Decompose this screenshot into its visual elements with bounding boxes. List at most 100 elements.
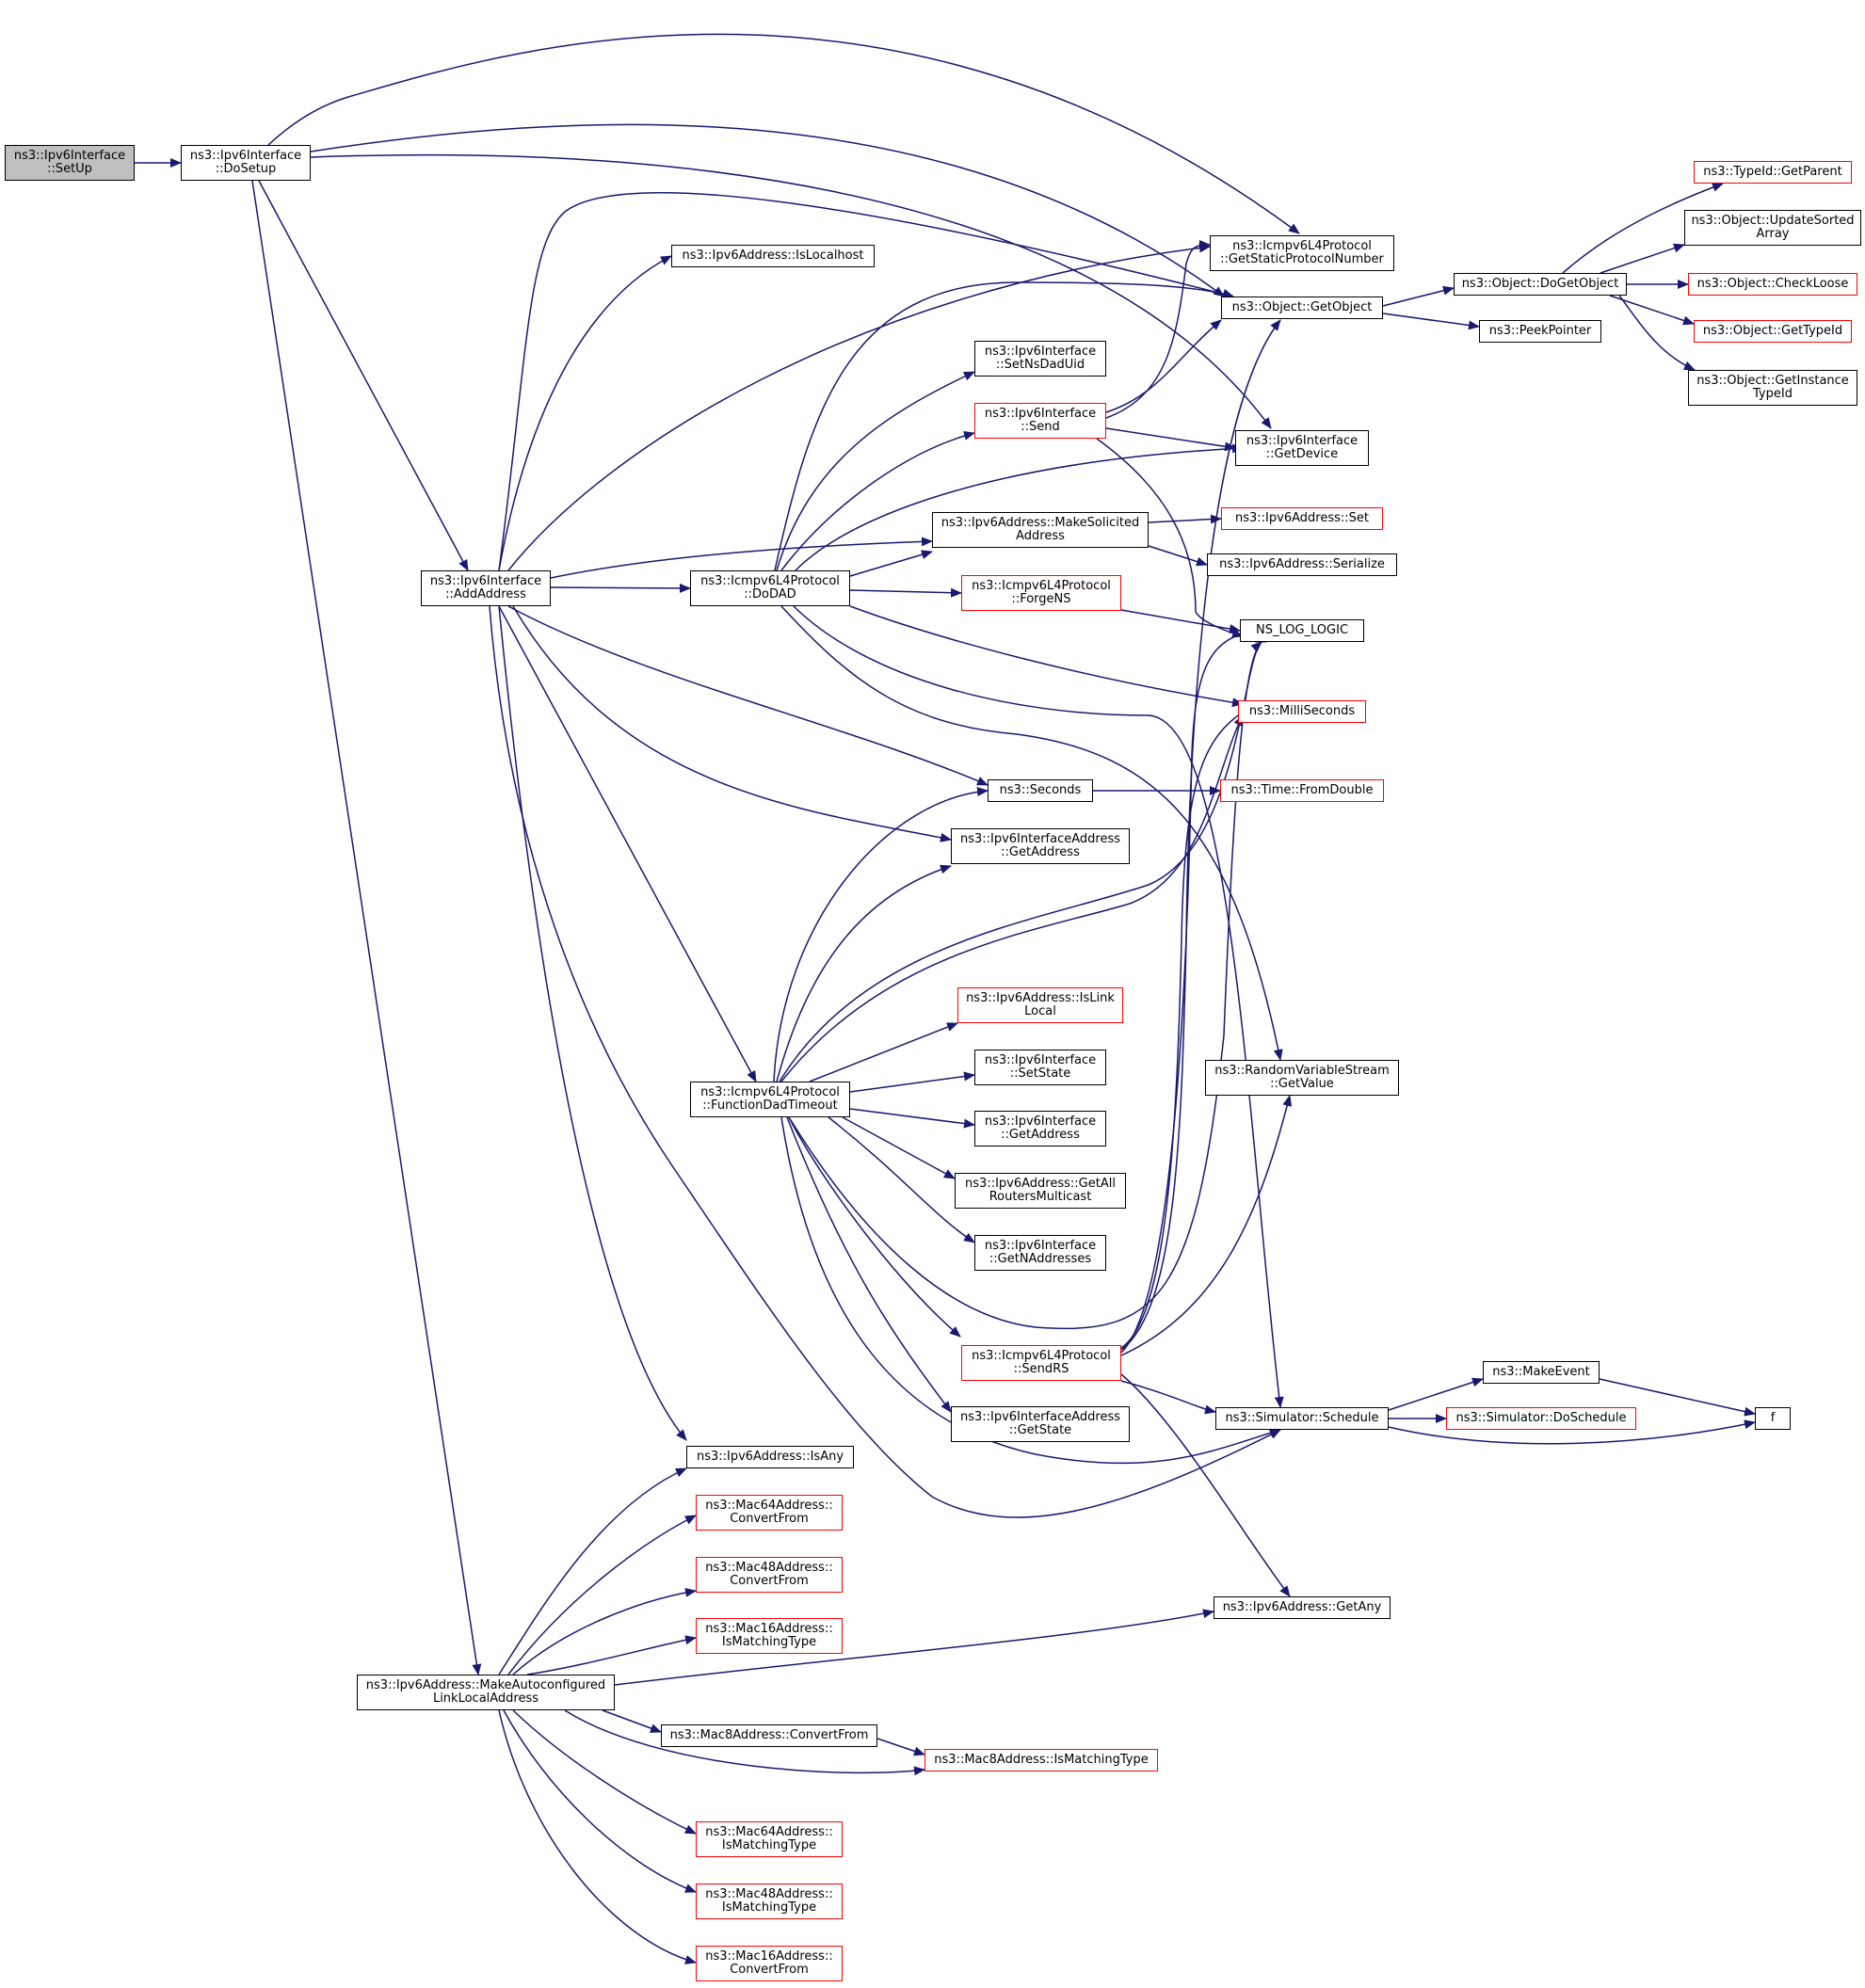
node-islocalhost[interactable]: ns3::Ipv6Address::IsLocalhost [671,245,875,267]
call-edge [507,605,989,786]
call-edge [849,1071,975,1093]
call-edge [310,153,1272,429]
node-send[interactable]: ns3::Ipv6Interface::Send [974,403,1106,439]
call-edge [1120,1373,1291,1597]
call-edge [602,1709,662,1733]
node-mac48match[interactable]: ns3::Mac48Address::IsMatchingType [696,1884,843,1919]
call-edge [793,605,1284,1408]
node-label: TypeId [1753,387,1793,401]
node-label: ns3::Mac64Address:: [705,1825,833,1839]
node-getnaddresses[interactable]: ns3::Ipv6Interface::GetNAddresses [974,1235,1106,1271]
node-ifgetaddress[interactable]: ns3::Ipv6Interface::GetAddress [974,1111,1106,1146]
call-edge [1609,295,1695,326]
call-edge [258,180,469,571]
node-addaddress[interactable]: ns3::Ipv6Interface::AddAddress [421,570,551,606]
call-edge [550,583,691,593]
node-label: ::DoSetup [215,162,277,176]
node-forgens[interactable]: ns3::Icmpv6L4Protocol::ForgeNS [961,575,1121,611]
node-mac8conv[interactable]: ns3::Mac8Address::ConvertFrom [661,1724,877,1747]
node-setup: ns3::Ipv6Interface::SetUp [5,145,135,181]
node-sendrs[interactable]: ns3::Icmpv6L4Protocol::SendRS [961,1345,1121,1381]
node-label: ns3::MilliSeconds [1248,704,1356,718]
call-edge [788,1116,961,1338]
node-label: ns3::Ipv6Interface [13,149,126,163]
node-checkloose[interactable]: ns3::Object::CheckLoose [1688,273,1857,296]
call-edge [507,1515,697,1675]
node-mac64match[interactable]: ns3::Mac64Address::IsMatchingType [696,1821,843,1857]
node-iaddrgetstate[interactable]: ns3::Ipv6InterfaceAddress::GetState [951,1406,1130,1442]
node-mac16match[interactable]: ns3::Mac16Address::IsMatchingType [696,1618,843,1654]
node-dodad[interactable]: ns3::Icmpv6L4Protocol::DoDAD [690,570,850,606]
node-getdevice[interactable]: ns3::Ipv6Interface::GetDevice [1235,430,1369,466]
node-funcdad[interactable]: ns3::Icmpv6L4Protocol::FunctionDadTimeou… [690,1082,850,1117]
node-doschedule[interactable]: ns3::Simulator::DoSchedule [1446,1407,1636,1430]
node-label: ::SetUp [47,162,92,176]
node-getany[interactable]: ns3::Ipv6Address::GetAny [1214,1596,1391,1619]
node-setnsdaduid[interactable]: ns3::Ipv6Interface::SetNsDadUid [974,341,1106,377]
node-nslog[interactable]: NS_LOG_LOGIC [1240,619,1364,642]
node-isany[interactable]: ns3::Ipv6Address::IsAny [686,1446,854,1468]
node-ipv6set[interactable]: ns3::Ipv6Address::Set [1221,507,1383,530]
call-edge [489,605,1281,1518]
node-label: ns3::Icmpv6L4Protocol [972,1349,1111,1363]
node-getstaticproto[interactable]: ns3::Icmpv6L4Protocol::GetStaticProtocol… [1210,235,1394,271]
node-iaddrgetaddress[interactable]: ns3::Ipv6InterfaceAddress::GetAddress [951,828,1130,864]
node-label: ns3::Icmpv6L4Protocol [1232,239,1372,253]
node-label: ns3::Object::UpdateSorted [1691,214,1855,228]
node-label: ns3::Mac16Address:: [705,1949,833,1964]
node-gettypeid[interactable]: ns3::Object::GetTypeId [1694,320,1852,343]
node-label: ns3::Ipv6Address::GetAll [965,1177,1116,1191]
node-getparent[interactable]: ns3::TypeId::GetParent [1694,161,1852,184]
node-mac64conv[interactable]: ns3::Mac64Address::ConvertFrom [696,1495,843,1531]
node-dogetobject[interactable]: ns3::Object::DoGetObject [1454,273,1627,296]
call-edge [842,1116,956,1179]
node-label: ns3::Ipv6Interface [984,345,1097,359]
node-fromdouble[interactable]: ns3::Time::FromDouble [1220,779,1384,802]
node-label: RoutersMulticast [989,1190,1092,1204]
node-label: ns3::Simulator::Schedule [1225,1411,1379,1425]
node-milliseconds[interactable]: ns3::MilliSeconds [1238,700,1366,723]
node-label: ns3::Ipv6Address::IsLocalhost [682,248,864,263]
node-schedule[interactable]: ns3::Simulator::Schedule [1215,1407,1389,1430]
call-edge [1105,319,1222,413]
node-mac48conv[interactable]: ns3::Mac48Address::ConvertFrom [696,1557,843,1593]
call-edge [776,371,975,571]
node-label: ::GetAddress [1001,1128,1080,1142]
node-label: ::Send [1021,420,1060,434]
node-mac8match[interactable]: ns3::Mac8Address::IsMatchingType [924,1749,1158,1772]
node-label: ns3::Ipv6Address::MakeSolicited [941,516,1140,530]
call-edge [828,1116,975,1243]
node-label: ::GetAddress [1001,845,1080,859]
node-mac16conv[interactable]: ns3::Mac16Address::ConvertFrom [696,1946,843,1981]
node-serialize[interactable]: ns3::Ipv6Address::Serialize [1207,553,1397,576]
node-label: ns3::Icmpv6L4Protocol [700,574,840,588]
node-getvalue[interactable]: ns3::RandomVariableStream::GetValue [1205,1060,1399,1096]
node-label: ConvertFrom [730,1963,809,1977]
node-makeevent[interactable]: ns3::MakeEvent [1483,1361,1600,1384]
call-edge [1382,313,1480,330]
node-getobject[interactable]: ns3::Object::GetObject [1221,297,1383,319]
node-peekpointer[interactable]: ns3::PeekPointer [1479,320,1601,343]
node-setstate[interactable]: ns3::Ipv6Interface::SetState [974,1050,1106,1085]
node-label: ConvertFrom [730,1574,809,1588]
call-edge [849,550,933,577]
node-f[interactable]: f [1755,1407,1791,1430]
call-edge [512,1587,697,1675]
call-edge [773,787,989,1082]
node-label: ::GetDevice [1265,447,1339,461]
node-seconds[interactable]: ns3::Seconds [988,779,1093,802]
node-label: ns3::Ipv6InterfaceAddress [959,1410,1121,1424]
node-label: ::SetNsDadUid [995,358,1085,372]
node-label: ns3::Ipv6Interface [429,574,542,588]
call-edge [1562,183,1724,274]
call-edge [849,605,1244,708]
call-edge [498,255,672,571]
node-dosetup[interactable]: ns3::Ipv6Interface::DoSetup [181,145,311,181]
